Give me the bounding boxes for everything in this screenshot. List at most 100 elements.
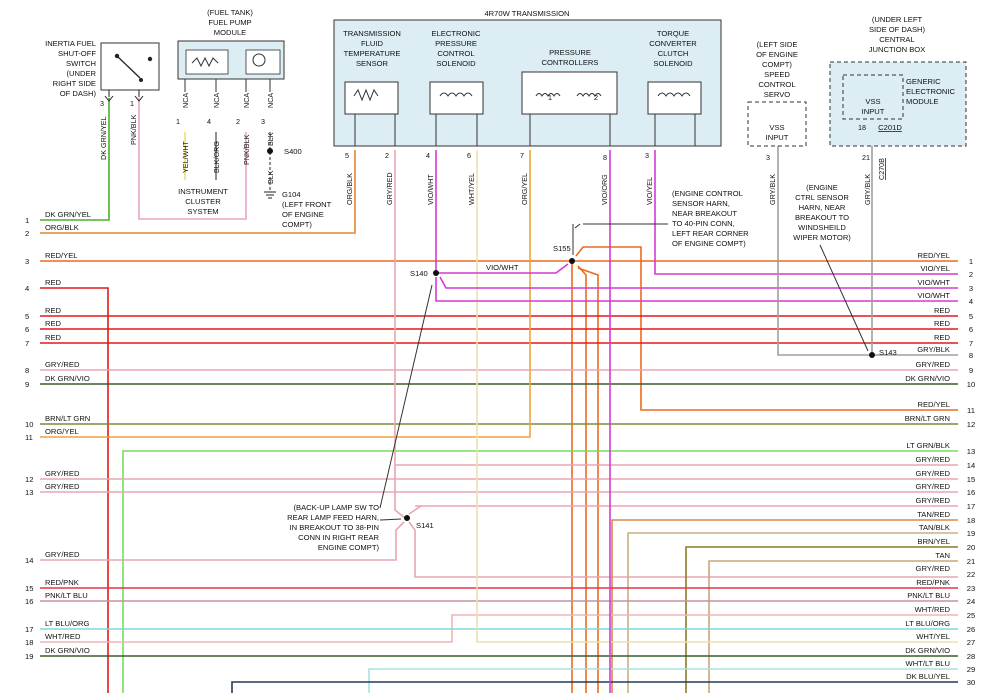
right-row-num: 18 <box>967 516 975 525</box>
pin-trans-2-color: GRY/RED <box>385 172 394 205</box>
right-row-label: BRN/YEL <box>918 537 951 546</box>
splice-s155-dot <box>569 258 575 264</box>
pin-trans-4: 4 <box>426 151 430 160</box>
s141-note-3: CONN IN RIGHT REAR <box>298 533 379 542</box>
s155-note-2: NEAR BREAKOUT <box>672 209 737 218</box>
right-row-num: 5 <box>969 312 973 321</box>
wire-pnk-blk-loop <box>138 98 247 220</box>
pin-trans-2: 2 <box>385 151 389 160</box>
splice-labels: S155 S140 S141 S143 VIO/WHT <box>410 244 897 530</box>
right-row-num: 21 <box>967 557 975 566</box>
s141-note-4: ENGINE COMPT) <box>318 543 380 552</box>
inertia-l5: OF DASH) <box>60 89 97 98</box>
right-row-num: 4 <box>969 297 973 306</box>
left-row-label: GRY/RED <box>45 482 80 491</box>
right-connector-rows: 1RED/YEL2VIO/YEL3VIO/WHT4VIO/WHT5RED6RED… <box>905 251 976 687</box>
pin-pump-1-color: YEL/WHT <box>181 140 190 173</box>
wire-s155-down-3 <box>577 267 599 693</box>
left-row-label: ORG/YEL <box>45 427 79 436</box>
left-row-num: 6 <box>25 325 29 334</box>
pin-pump-1: 1 <box>176 117 180 126</box>
right-row-num: 17 <box>967 502 975 511</box>
left-row-label: LT BLU/ORG <box>45 619 90 628</box>
right-row-label: WHT/RED <box>915 605 951 614</box>
cjb-l0: (UNDER LEFT <box>872 15 923 24</box>
right-row-label: WHT/LT BLU <box>906 659 950 668</box>
pin-pump-3-color: BLK <box>266 132 275 146</box>
wire-gry-red-trans <box>394 150 406 519</box>
right-row-label: GRY/RED <box>916 360 951 369</box>
tcc-l1: CONVERTER <box>649 39 697 48</box>
right-row-label: RED <box>934 306 951 315</box>
left-row-num: 2 <box>25 229 29 238</box>
tft-l0: TRANSMISSION <box>343 29 401 38</box>
s143-note-1: CTRL SENSOR <box>795 193 849 202</box>
epc-l0: ELECTRONIC <box>432 29 481 38</box>
right-row-num: 12 <box>967 420 975 429</box>
wire-brn-yel <box>685 546 958 693</box>
inertia-l3: (UNDER <box>66 69 96 78</box>
ic-l0: INSTRUMENT <box>178 187 228 196</box>
s155-note-4: LEFT REAR CORNER <box>672 229 749 238</box>
fuel-pump-module <box>177 40 285 92</box>
tcc-l0: TORQUE <box>657 29 689 38</box>
left-row-label: DK GRN/VIO <box>45 374 90 383</box>
left-row-label: GRY/RED <box>45 469 80 478</box>
left-row-label: RED <box>45 278 62 287</box>
s155-label: S155 <box>553 244 571 253</box>
pin-gem-color: GRY/BLK <box>863 174 872 205</box>
pump-l1: FUEL PUMP <box>208 18 251 27</box>
left-row-label: BRN/LT GRN <box>45 414 90 423</box>
pin-pump-2: 2 <box>236 117 240 126</box>
wire-tan-red <box>611 519 958 693</box>
right-row-num: 2 <box>969 270 973 279</box>
s141-label: S141 <box>416 521 434 530</box>
c201d-label: C201D <box>878 123 902 132</box>
left-row-label: RED <box>45 319 62 328</box>
tft-l3: SENSOR <box>356 59 389 68</box>
epc-l2: CONTROL <box>437 49 474 58</box>
left-row-num: 14 <box>25 556 33 565</box>
s143-label: S143 <box>879 348 897 357</box>
right-row-label: TAN <box>935 551 950 560</box>
gem-l1: ELECTRONIC <box>906 87 955 96</box>
pin-trans-8-color: VIO/ORG <box>600 174 609 205</box>
cjb-l1: SIDE OF DASH) <box>869 25 926 34</box>
right-row-num: 6 <box>969 325 973 334</box>
tft-l2: TEMPERATURE <box>344 49 401 58</box>
left-row-num: 12 <box>25 475 33 484</box>
wire-s141-branch-left <box>40 521 405 561</box>
left-row-num: 3 <box>25 257 29 266</box>
cjb-l2: CENTRAL <box>879 35 914 44</box>
right-row-label: WHT/YEL <box>916 632 950 641</box>
left-row-label: RED/PNK <box>45 578 79 587</box>
right-row-label: RED/PNK <box>916 578 950 587</box>
g104-l3: COMPT) <box>282 220 312 229</box>
right-row-label: GRY/RED <box>916 564 951 573</box>
right-row-num: 3 <box>969 284 973 293</box>
right-row-label: RED/YEL <box>918 400 951 409</box>
pin-pump-nca-3: NCA <box>266 93 275 108</box>
wire-vio-wht-r3 <box>439 276 958 289</box>
s155-note-5: OF ENGINE COMPT) <box>672 239 746 248</box>
pc-num-1: 1 <box>548 93 552 102</box>
right-row-label: GRY/RED <box>916 455 951 464</box>
g104-l0: G104 <box>282 190 301 199</box>
right-row-label: DK GRN/VIO <box>905 646 950 655</box>
ic-l1: CLUSTER <box>185 197 221 206</box>
pin-gem-18: 18 <box>858 123 866 132</box>
left-row-label: RED <box>45 333 62 342</box>
right-row-label: TAN/BLK <box>919 523 950 532</box>
right-row-label: DK BLU/YEL <box>906 672 950 681</box>
s143-note-4: WINDSHEILD <box>798 223 846 232</box>
pin-pump-blk2: BLK <box>266 170 275 184</box>
right-row-num: 29 <box>967 665 975 674</box>
right-row-num: 15 <box>967 475 975 484</box>
g104-l1: (LEFT FRONT <box>282 200 332 209</box>
s400-label: S400 <box>284 147 302 156</box>
wire-dk-grn-yel <box>40 98 110 221</box>
right-row-label: VIO/WHT <box>918 291 951 300</box>
right-row-label: PNK/LT BLU <box>907 591 950 600</box>
